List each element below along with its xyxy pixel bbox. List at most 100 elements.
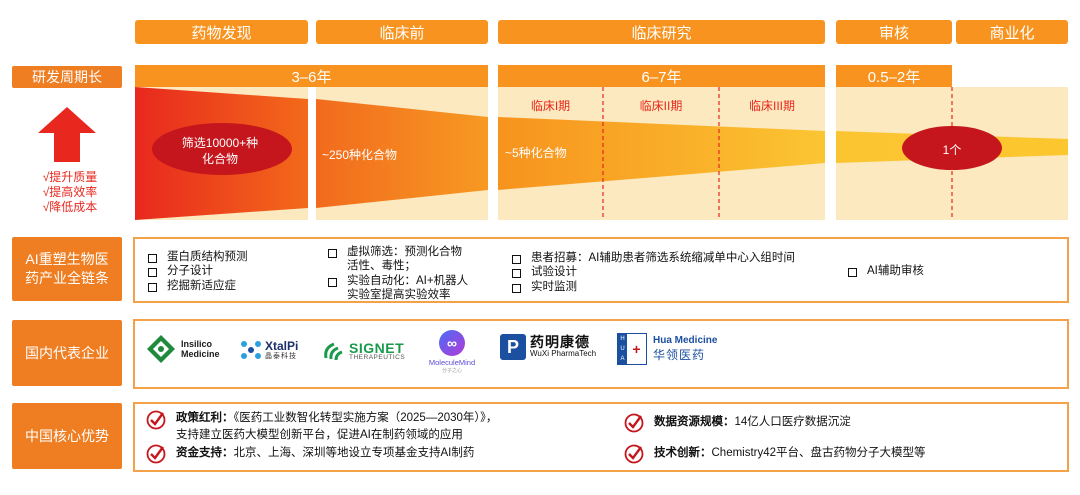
policy-title: 政策红利： (176, 412, 234, 424)
check-circle-icon (146, 410, 166, 430)
stage-drug-discovery: 药物发现 (135, 20, 308, 44)
moleculemind-line2: 分子之心 (441, 368, 462, 374)
list-item: AI辅助审核 (846, 264, 924, 278)
checkbox-icon (512, 255, 521, 264)
company-logo-insilico: Insilico Medicine (146, 334, 220, 364)
row-label-china-advantages: 中国核心优势 (12, 403, 122, 469)
list-item: 试验设计 (510, 265, 795, 279)
funnel-text-clinical: ~5种化合物 (505, 146, 567, 160)
signet-logo-icon (324, 342, 343, 361)
ai-list-discovery: 蛋白质结构预测 分子设计 挖掘新适应症 (146, 250, 248, 293)
checkbox-icon (848, 268, 857, 277)
advantage-policy: 政策红利：《医药工业数智化转型实施方案（2025—2030年）》， 支持建立医药… (146, 410, 497, 443)
policy-text-2: 支持建立医药大模型创新平台，促进AI在制药领域的应用 (176, 428, 463, 441)
list-text: 虚拟筛选：预测化合物 (347, 246, 462, 258)
list-text: 蛋白质结构预测 (167, 251, 248, 263)
check-circle-icon (624, 444, 644, 464)
phase-label-1: 临床I期 (530, 99, 571, 113)
advantage-tech: 技术创新：Chemistry42平台、盘古药物分子大模型等 (624, 444, 926, 464)
checkbox-icon (512, 269, 521, 279)
list-text: 实验自动化：AI+机器人 (347, 274, 469, 287)
ai-list-preclinical: 虚拟筛选：预测化合物 活性、毒性； 实验自动化：AI+机器人 实验室提高实验效率 (326, 245, 468, 303)
benefit-efficiency: √提高效率 (42, 185, 98, 199)
stage-clinical: 临床研究 (498, 20, 825, 44)
wuxi-line2: WuXi PharmaTech (530, 349, 597, 359)
screen-ellipse (152, 123, 292, 175)
signet-line1: SIGNET (349, 339, 405, 356)
company-logo-wuxi: P 药明康德 WuXi PharmaTech (500, 334, 596, 360)
list-text: AI辅助审核 (867, 265, 924, 277)
phase-label-2: 临床II期 (639, 99, 683, 113)
funnel-text-approved: 1个 (942, 143, 962, 157)
period-discovery-preclinical: 3–6年 (135, 65, 488, 87)
benefit-quality: √提升质量 (42, 170, 98, 184)
funnel-text-screen: 筛选10000+种化合物 (181, 136, 259, 166)
checkbox-icon (148, 282, 157, 292)
hua-line2: 华领医药 (653, 347, 706, 362)
signet-line2: THERAPEUTICS (349, 353, 406, 361)
funnel-text-preclinical: ~250种化合物 (322, 148, 398, 162)
list-text: 试验设计 (531, 266, 577, 279)
xtalpi-logo-icon (241, 341, 261, 359)
xtalpi-line1: XtalPi (265, 339, 299, 354)
list-text: 患者招募：AI辅助患者筛选系统缩减单中心入组时间 (531, 252, 795, 264)
checkbox-icon (512, 283, 521, 293)
benefit-cost: √降低成本 (42, 200, 98, 214)
moleculemind-logo-icon: ∞ (439, 330, 465, 356)
advantage-funding: 资金支持：北京、上海、深圳等地设立专项基金支持AI制药 (146, 444, 474, 464)
funnel-clinical (498, 117, 825, 190)
list-text: 挖掘新适应症 (167, 279, 236, 292)
up-arrow-icon (38, 107, 96, 162)
wuxi-line1: 药明康德 (530, 333, 590, 350)
check-circle-icon (146, 444, 166, 464)
companies-panel (133, 319, 1069, 389)
row-label-companies: 国内代表企业 (12, 320, 122, 386)
list-item: 实时监测 (510, 280, 795, 294)
phase-label-3: 临床III期 (748, 99, 795, 113)
approved-ellipse (902, 126, 1002, 170)
list-item: 挖掘新适应症 (146, 279, 248, 293)
advantage-data: 数据资源规模：14亿人口医疗数据沉淀 (624, 413, 851, 433)
checkbox-icon (148, 268, 157, 278)
company-logo-moleculemind: ∞ MoleculeMind 分子之心 (424, 330, 480, 374)
company-logo-xtalpi: XtalPi 晶泰科技 (240, 340, 298, 360)
data-title: 数据资源规模： (654, 416, 735, 428)
fund-title: 资金支持： (176, 447, 234, 459)
insilico-line2: Medicine (181, 349, 220, 359)
tech-text: Chemistry42平台、盘古药物分子大模型等 (711, 447, 926, 459)
period-review: 0.5–2年 (836, 65, 952, 87)
hua-line1: Hua Medicine (653, 335, 718, 347)
policy-text: 《医药工业数智化转型实施方案（2025—2030年）》， (233, 412, 498, 424)
funnel-preclinical (316, 99, 488, 208)
list-text-cont: 活性、毒性； (347, 260, 416, 273)
stage-review: 审核 (836, 20, 952, 44)
check-circle-icon (624, 413, 644, 433)
fund-text: 北京、上海、深圳等地设立专项基金支持AI制药 (233, 447, 475, 459)
stage-preclinical: 临床前 (316, 20, 488, 44)
ai-chain-panel (133, 237, 1069, 303)
period-clinical: 6–7年 (498, 65, 825, 87)
row-label-cycle: 研发周期长 (12, 66, 122, 88)
ai-list-review: AI辅助审核 (846, 264, 924, 278)
checkbox-icon (148, 254, 157, 263)
list-text: 实时监测 (531, 280, 577, 293)
list-item: 患者招募：AI辅助患者筛选系统缩减单中心入组时间 (510, 251, 795, 265)
benefits-list: √提升质量 √提高效率 √降低成本 (30, 170, 110, 215)
stage-commercialization: 商业化 (956, 20, 1068, 44)
list-text-cont: 实验室提高实验效率 (347, 289, 451, 302)
ai-list-clinical: 患者招募：AI辅助患者筛选系统缩减单中心入组时间 试验设计 实时监测 (510, 251, 795, 294)
checkbox-icon (328, 277, 337, 287)
tech-title: 技术创新： (654, 447, 712, 459)
company-logo-signet: SIGNET THERAPEUTICS (322, 340, 405, 362)
row-label-ai-chain: AI重塑生物医药产业全链条 (12, 237, 122, 301)
row-label-ai-chain-text: AI重塑生物医药产业全链条 (25, 251, 109, 286)
wuxi-logo-icon: P (500, 334, 526, 360)
list-item: 虚拟筛选：预测化合物 (326, 245, 468, 259)
advantages-panel (133, 402, 1069, 472)
insilico-logo-icon (147, 335, 175, 363)
funnel-diagram (135, 87, 1068, 220)
insilico-line1: Insilico (181, 338, 213, 349)
moleculemind-line1: MoleculeMind (428, 358, 476, 367)
list-item: 实验自动化：AI+机器人 (326, 274, 468, 288)
